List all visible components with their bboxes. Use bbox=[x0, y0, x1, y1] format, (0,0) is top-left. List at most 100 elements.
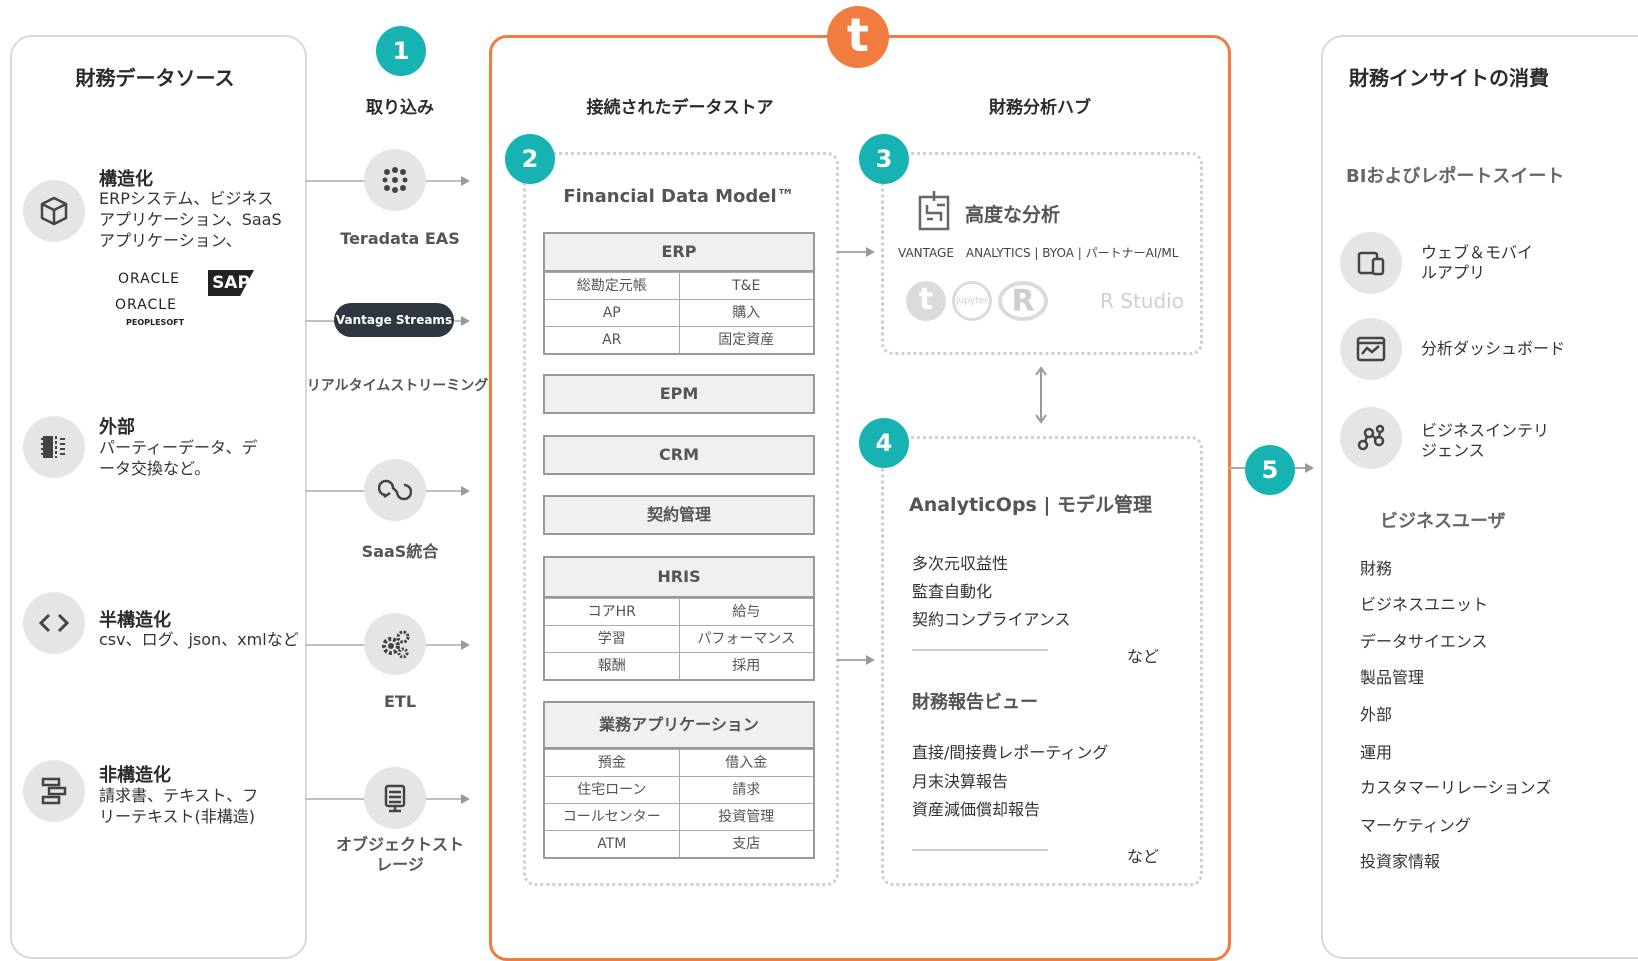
ops-separator bbox=[912, 649, 1048, 651]
store-to-analytics-line bbox=[837, 251, 867, 253]
ops-item: 監査自動化 bbox=[912, 582, 993, 601]
table-row: コールセンター 投資管理 bbox=[545, 803, 813, 830]
step-5-badge: 5 bbox=[1245, 445, 1295, 495]
table-row: 預金借入金 bbox=[545, 749, 813, 776]
source-unstructured-desc: 請求書、テキスト、フリーテキスト(非構造) bbox=[99, 786, 259, 826]
object-storage-icon bbox=[364, 767, 426, 829]
analytics-building-icon bbox=[917, 189, 951, 235]
crm-box: CRM bbox=[543, 435, 815, 475]
r-logo: R bbox=[998, 281, 1048, 321]
peoplesoft-logo: PEOPLESOFT bbox=[126, 318, 185, 327]
business-apps-cell: 請求 bbox=[678, 777, 814, 803]
business-users-title: ビジネスユーザ bbox=[1380, 511, 1506, 532]
user-item: 製品管理 bbox=[1360, 668, 1425, 687]
source-structured-head: 構造化 bbox=[99, 169, 153, 190]
hris-cell: パフォーマンス bbox=[678, 626, 814, 652]
erp-cell: AR bbox=[602, 332, 622, 348]
code-icon bbox=[23, 592, 85, 654]
consume-title: 財務インサイトの消費 bbox=[1349, 66, 1549, 90]
business-apps-head: 業務アプリケーション bbox=[545, 703, 813, 749]
ingest-arrow-2 bbox=[461, 316, 470, 326]
network-icon bbox=[1340, 407, 1402, 469]
rstudio-logo: R Studio bbox=[1100, 289, 1184, 313]
step-2-badge: 2 bbox=[505, 134, 555, 184]
cube-icon bbox=[23, 180, 85, 242]
ingest-title: 取り込み bbox=[366, 98, 434, 118]
user-item: マーケティング bbox=[1360, 816, 1471, 835]
report-item: 月末決算報告 bbox=[912, 772, 1009, 791]
hris-cell: 給与 bbox=[678, 599, 814, 625]
realtime-streaming-label: リアルタイムストリーミング bbox=[306, 378, 489, 394]
report-etc: など bbox=[1127, 847, 1160, 866]
teradata-logo: t bbox=[827, 6, 889, 68]
source-unstructured-head: 非構造化 bbox=[99, 765, 171, 786]
python-logo: python bbox=[1054, 281, 1094, 321]
hris-cell: 報酬 bbox=[597, 658, 626, 674]
table-row: 学習パフォーマンス bbox=[545, 625, 813, 652]
ingest-arrow-3 bbox=[461, 486, 470, 496]
vantage-streams-pill: Vantage Streams bbox=[334, 303, 454, 337]
erp-head: ERP bbox=[545, 234, 813, 272]
business-apps-cell: ATM bbox=[597, 836, 627, 852]
ops-item: 契約コンプライアンス bbox=[912, 610, 1071, 629]
user-item: データサイエンス bbox=[1360, 632, 1488, 651]
financial-data-model-title: Financial Data Model™ bbox=[563, 186, 795, 207]
datastore-box bbox=[523, 152, 839, 886]
source-structured-desc: ERPシステム、ビジネスアプリケーション、SaaSアプリケーション、 bbox=[99, 189, 282, 250]
erp-cell: T&E bbox=[678, 273, 814, 299]
analytics-hub-title: 財務分析ハブ bbox=[989, 98, 1091, 118]
store-to-analytics-arrow bbox=[866, 247, 875, 257]
hris-head: HRIS bbox=[545, 558, 813, 598]
sources-title: 財務データソース bbox=[75, 66, 235, 90]
user-item: 投資家情報 bbox=[1360, 852, 1441, 871]
user-item: 運用 bbox=[1360, 743, 1393, 762]
table-row: 報酬 採用 bbox=[545, 652, 813, 679]
step-3-badge: 3 bbox=[859, 134, 909, 184]
ingest-arrow-1 bbox=[461, 176, 470, 186]
ingest-arrow-5 bbox=[461, 794, 470, 804]
user-item: ビジネスユニット bbox=[1360, 595, 1489, 614]
business-apps-cell: 投資管理 bbox=[678, 804, 814, 830]
analytics-tool-logos: t jupyter R python R Studio bbox=[906, 280, 1186, 322]
step-1-badge: 1 bbox=[376, 26, 426, 76]
saas-integration-icon bbox=[364, 459, 426, 521]
report-item: 資産減価償却報告 bbox=[912, 800, 1041, 819]
jupyter-logo: jupyter bbox=[952, 281, 992, 321]
saas-integration-label: SaaS統合 bbox=[361, 542, 439, 561]
hris-cell: 採用 bbox=[678, 653, 814, 679]
user-item: 外部 bbox=[1360, 705, 1393, 724]
consume-item-label: ウェブ＆モバイルアプリ bbox=[1421, 243, 1534, 282]
advanced-analytics-box bbox=[881, 152, 1203, 355]
table-row: 総勘定元帳 T&E bbox=[545, 272, 813, 299]
user-item: カスタマーリレーションズ bbox=[1360, 778, 1552, 797]
store-to-ops-arrow bbox=[866, 655, 875, 665]
erp-cell: AP bbox=[602, 305, 621, 321]
analyticops-box bbox=[881, 436, 1203, 886]
table-row: 住宅ローン請求 bbox=[545, 776, 813, 803]
source-semistructured-head: 半構造化 bbox=[99, 610, 171, 631]
object-storage-label: オブジェクトストレージ bbox=[335, 835, 464, 874]
dashboard-icon bbox=[1340, 318, 1402, 380]
ingest-arrow-4 bbox=[461, 640, 470, 650]
advanced-analytics-subtitle: VANTAGE ANALYTICS | BYOA | パートナーAI/ML bbox=[898, 246, 1179, 260]
hub-to-consume-arrow bbox=[1305, 463, 1314, 473]
erp-cell: 総勘定元帳 bbox=[576, 278, 647, 294]
step-4-badge: 4 bbox=[859, 418, 909, 468]
analyticops-title: AnalyticOps | モデル管理 bbox=[909, 494, 1153, 516]
consume-item-label: 分析ダッシュボード bbox=[1421, 339, 1566, 358]
business-apps-cell: 支店 bbox=[678, 831, 814, 857]
business-apps-cell: コールセンター bbox=[562, 809, 661, 825]
business-apps-table: 業務アプリケーション 預金借入金 住宅ローン請求 コールセンター 投資管理 ATM… bbox=[543, 701, 815, 859]
consume-item-label: ビジネスインテリジェンス bbox=[1421, 421, 1550, 460]
etl-gears-icon bbox=[364, 613, 426, 675]
store-to-ops-line bbox=[837, 659, 867, 661]
teradata-tool-logo: t bbox=[906, 281, 946, 321]
consume-panel bbox=[1321, 35, 1638, 959]
connected-datastore-title: 接続されたデータストア bbox=[586, 98, 774, 118]
report-separator bbox=[912, 849, 1048, 851]
oracle-logo: ORACLE bbox=[118, 271, 180, 287]
